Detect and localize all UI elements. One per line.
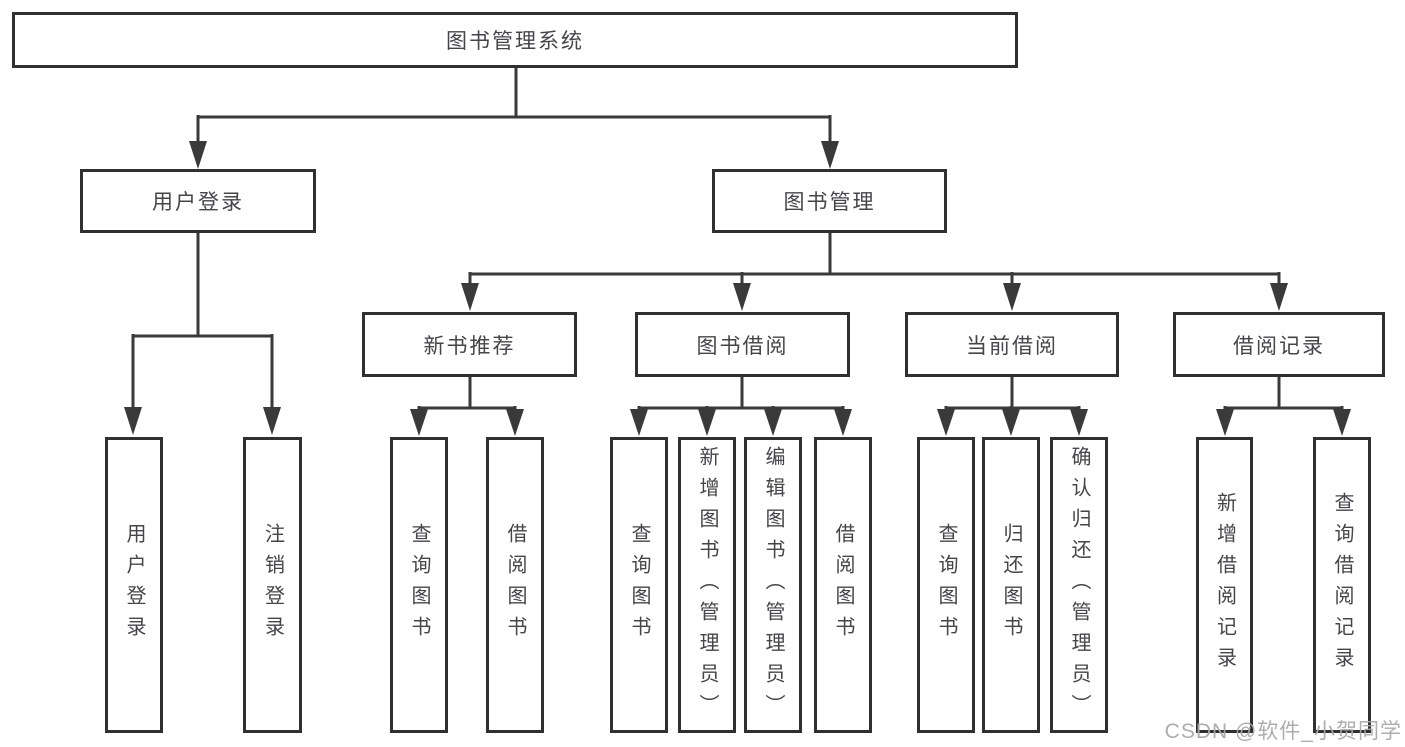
- leaf-nbr-borrow-books-label: 借阅图书: [504, 523, 526, 647]
- node-borrow-records-label: 借阅记录: [1233, 334, 1325, 358]
- node-book-borrow-label: 图书借阅: [696, 334, 789, 358]
- leaf-bb-edit-books-admin: 编辑图书（管理员）: [744, 437, 802, 733]
- leaf-bb-edit-books-admin-label: 编辑图书（管理员）: [762, 445, 784, 725]
- leaf-cb-query-books: 查询图书: [917, 437, 975, 733]
- leaf-cb-query-books-label: 查询图书: [935, 523, 957, 647]
- leaf-cb-return-books-label: 归还图书: [1000, 523, 1022, 647]
- node-current-borrow-label: 当前借阅: [966, 334, 1058, 358]
- arrowheads: [124, 141, 1351, 436]
- node-current-borrow: 当前借阅: [905, 312, 1119, 377]
- leaf-br-query-record: 查询借阅记录: [1313, 437, 1371, 733]
- leaf-user-login: 用户登录: [105, 437, 163, 733]
- leaf-logout-label: 注销登录: [261, 523, 284, 647]
- leaf-bb-query-books-label: 查询图书: [628, 523, 650, 647]
- leaf-nbr-borrow-books: 借阅图书: [486, 437, 544, 733]
- node-root: 图书管理系统: [12, 12, 1018, 68]
- leaf-cb-confirm-return-admin: 确认归还（管理员）: [1050, 437, 1108, 733]
- leaf-bb-borrow-books-label: 借阅图书: [832, 523, 854, 647]
- leaf-nbr-query-books: 查询图书: [390, 437, 448, 733]
- node-new-book-recommend-label: 新书推荐: [423, 334, 516, 358]
- leaf-logout: 注销登录: [243, 437, 302, 733]
- node-user-login: 用户登录: [80, 169, 316, 233]
- leaf-br-add-record: 新增借阅记录: [1196, 437, 1253, 733]
- leaf-br-add-record-label: 新增借阅记录: [1213, 492, 1236, 678]
- node-root-label: 图书管理系统: [446, 30, 584, 53]
- leaf-br-query-record-label: 查询借阅记录: [1331, 492, 1353, 678]
- node-user-login-label: 用户登录: [152, 191, 244, 214]
- leaf-user-login-label: 用户登录: [123, 523, 145, 647]
- node-book-management: 图书管理: [712, 169, 947, 233]
- node-book-management-label: 图书管理: [783, 191, 876, 214]
- leaf-bb-query-books: 查询图书: [610, 437, 668, 733]
- leaf-bb-borrow-books: 借阅图书: [814, 437, 872, 733]
- node-book-borrow: 图书借阅: [635, 312, 850, 377]
- leaf-bb-add-books-admin-label: 新增图书（管理员）: [696, 445, 718, 725]
- leaf-cb-return-books: 归还图书: [982, 437, 1040, 733]
- leaf-cb-confirm-return-admin-label: 确认归还（管理员）: [1068, 445, 1090, 725]
- node-borrow-records: 借阅记录: [1173, 312, 1385, 377]
- node-new-book-recommend: 新书推荐: [362, 312, 577, 377]
- leaf-nbr-query-books-label: 查询图书: [408, 523, 430, 647]
- leaf-bb-add-books-admin: 新增图书（管理员）: [678, 437, 736, 733]
- watermark: CSDN @软件_小贺同学: [1164, 720, 1402, 743]
